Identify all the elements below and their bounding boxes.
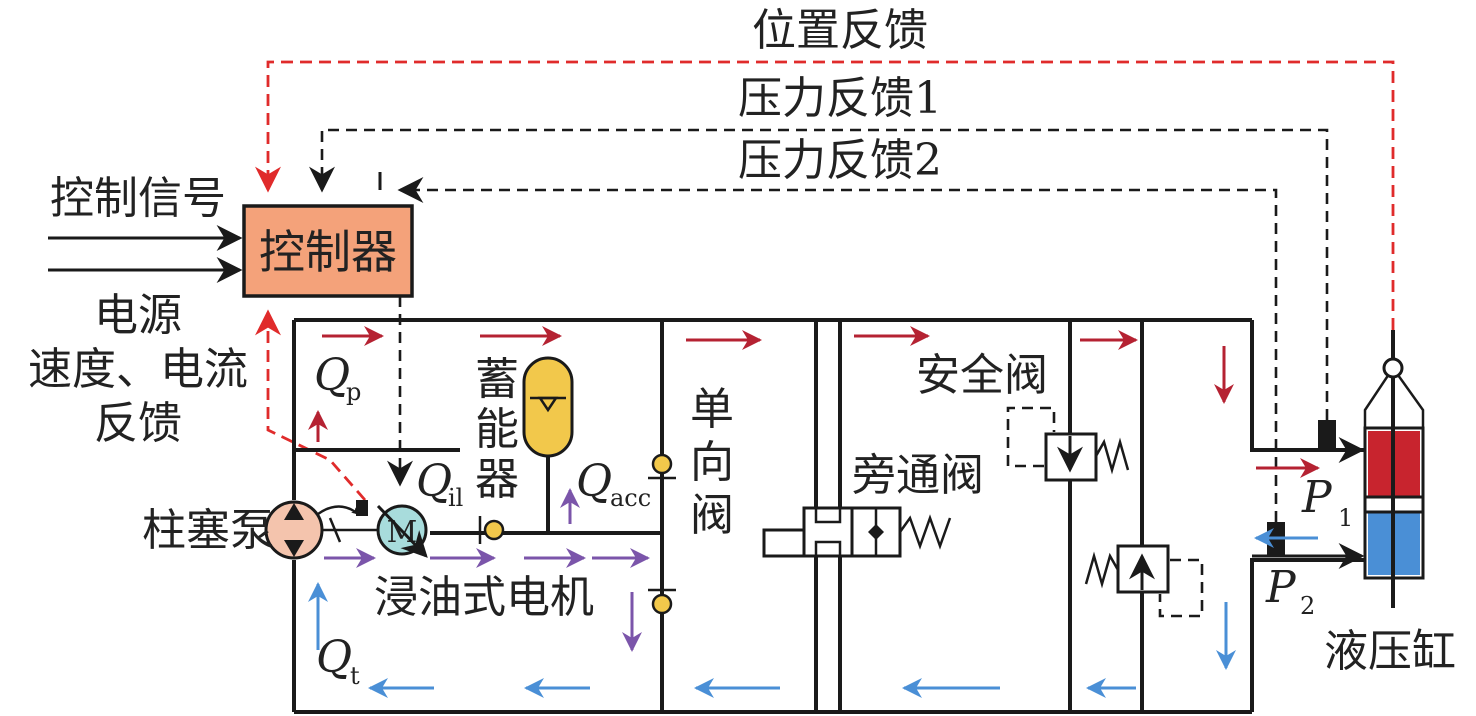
piston-pump-label: 柱塞泵 [142, 505, 274, 556]
check-valve-char-2: 向 [690, 437, 734, 488]
flow-label-qil: Q il [416, 456, 463, 512]
svg-text:1: 1 [1338, 504, 1353, 532]
hydraulic-cylinder [1252, 330, 1425, 608]
safety-valve [1006, 406, 1130, 482]
pressure-feedback-1-line [309, 128, 1329, 420]
pressure-sensor-1 [1318, 420, 1336, 450]
accumulator-triangle-icon [537, 396, 559, 413]
pump-down-triangle-icon [284, 540, 304, 557]
check-valve-2 [648, 453, 676, 480]
pressure-label-p2: P 2 [1265, 562, 1315, 620]
svg-text:Q: Q [576, 456, 612, 507]
accumulator-char-1: 蓄 [475, 354, 519, 405]
piston-pump [264, 500, 380, 560]
bypass-valve-label: 旁通阀 [852, 450, 984, 501]
flow-arrows-purple [324, 488, 650, 652]
pressure-feedback-2-line [378, 172, 1278, 522]
pressure-label-p1: P 1 [1301, 472, 1353, 532]
pump-up-triangle-icon [284, 503, 304, 520]
immersed-motor-label: 浸油式电机 [374, 572, 594, 623]
feedback-label: 反馈 [94, 398, 182, 449]
svg-text:p: p [346, 378, 361, 406]
svg-text:2: 2 [1300, 592, 1315, 620]
flow-label-qacc: Q acc [576, 456, 651, 512]
check-valve-char-3: 阀 [690, 490, 734, 541]
flow-label-qt: Q t [316, 632, 360, 690]
svg-text:t: t [350, 662, 360, 690]
svg-text:P: P [1301, 472, 1333, 523]
speed-current-feedback-line [255, 309, 367, 501]
flow-arrows-red [308, 326, 1320, 478]
relief-valve-2 [1084, 544, 1204, 618]
svg-text:il: il [448, 484, 463, 512]
pressure-feedback-2-label: 压力反馈2 [738, 135, 942, 186]
pressure-feedback-1-label: 压力反馈1 [738, 73, 942, 124]
control-signal-label: 控制信号 [50, 173, 226, 224]
check-valve-1 [478, 516, 505, 544]
controller-label: 控制器 [259, 225, 397, 279]
flow-label-qp: Q p [314, 350, 361, 406]
input-signal-arrows [48, 225, 243, 283]
check-valve-char-1: 单 [690, 384, 734, 435]
svg-text:Q: Q [316, 632, 352, 683]
hydraulic-cylinder-label: 液压缸 [1324, 626, 1456, 677]
power-label: 电源 [94, 290, 182, 341]
accumulator [522, 356, 574, 458]
check-valve-3 [648, 588, 676, 615]
position-feedback-label: 位置反馈 [752, 5, 928, 56]
controller-block: 控制器 [242, 204, 414, 298]
svg-text:acc: acc [610, 484, 651, 512]
immersed-motor: M [356, 500, 428, 558]
accumulator-char-2: 能 [475, 404, 519, 455]
svg-text:Q: Q [314, 350, 350, 401]
bypass-directional-valve [762, 506, 952, 558]
accumulator-char-3: 器 [475, 454, 519, 505]
speed-current-label: 速度、电流 [28, 344, 248, 395]
position-feedback-line [255, 60, 1395, 330]
flow-arrows-blue [308, 528, 1318, 698]
safety-valve-label: 安全阀 [916, 350, 1048, 401]
svg-text:P: P [1265, 562, 1297, 613]
svg-text:Q: Q [416, 456, 452, 507]
